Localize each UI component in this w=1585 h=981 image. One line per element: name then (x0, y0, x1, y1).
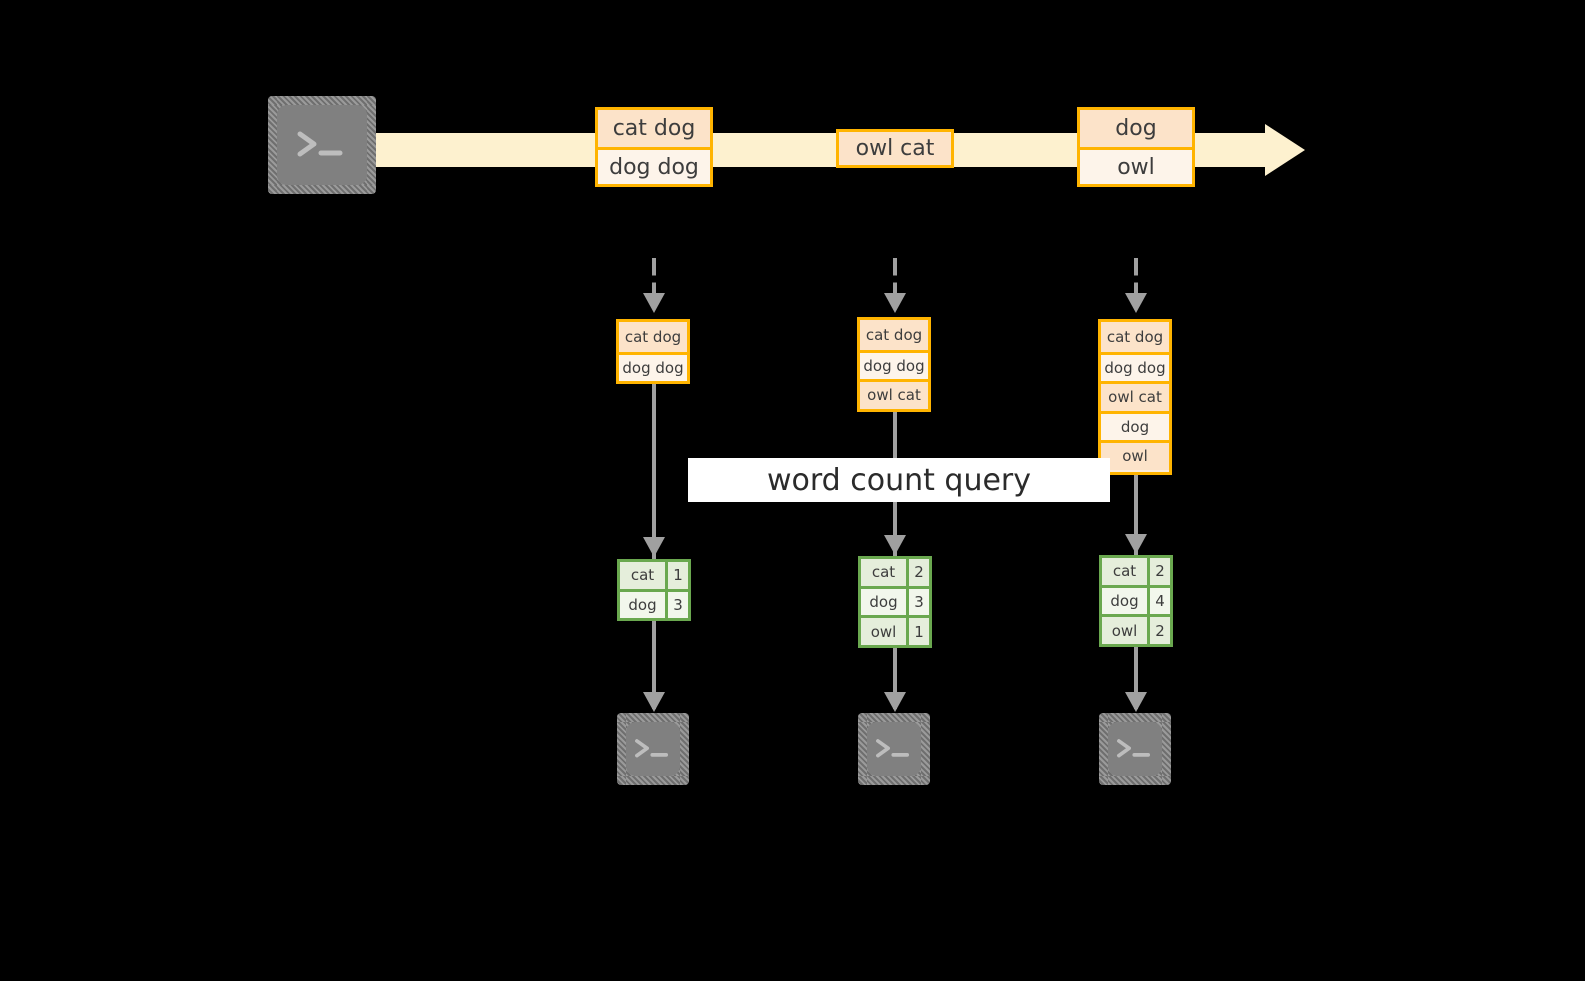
column-2-input-table: cat dog dog dog owl cat (857, 317, 931, 412)
table-row: cat 2 (1102, 558, 1170, 585)
result-word: dog (861, 588, 909, 616)
result-word: owl (1102, 617, 1150, 644)
column-1-result-table: cat 1 dog 3 (617, 559, 691, 621)
column-1-query-arrowhead (643, 537, 665, 557)
column-2-input-row: dog dog (860, 349, 928, 379)
result-count: 2 (1150, 558, 1170, 585)
result-count: 2 (909, 559, 929, 586)
column-2-input-row: cat dog (860, 320, 928, 350)
table-row: owl 2 (1102, 614, 1170, 644)
table-row: cat 1 (620, 562, 688, 589)
column-2-sink-line (893, 648, 897, 709)
stream-batch-2: owl cat (836, 129, 954, 168)
column-3-sink-line (1134, 647, 1138, 709)
table-row: owl 1 (861, 615, 929, 645)
terminal-prompt-glyph (876, 739, 910, 758)
terminal-prompt-glyph (635, 739, 669, 758)
result-count: 2 (1150, 617, 1170, 644)
result-count: 1 (909, 618, 929, 645)
result-word: cat (620, 562, 668, 589)
column-2-sink-arrowhead (884, 692, 906, 712)
stream-batch-3-line-1: dog (1080, 110, 1192, 147)
table-row: cat 2 (861, 559, 929, 586)
terminal-prompt-glyph (1117, 739, 1151, 758)
column-2-stream-tap-line (893, 258, 897, 300)
column-3-input-row: dog dog (1101, 351, 1169, 381)
column-3-input-row: cat dog (1101, 322, 1169, 352)
result-count: 4 (1150, 587, 1170, 615)
source-terminal-icon (268, 96, 376, 194)
source-terminal-face (277, 105, 367, 185)
result-word: owl (861, 618, 909, 645)
column-1-input-row: dog dog (619, 351, 687, 381)
query-label: word count query (766, 462, 1032, 498)
stream-batch-3-line-2: owl (1080, 147, 1192, 184)
terminal-prompt-glyph (297, 131, 343, 157)
column-1-stream-tap-line (652, 258, 656, 300)
table-row: dog 3 (620, 588, 688, 618)
result-word: dog (1102, 587, 1150, 615)
column-3-sink-terminal-icon (1099, 713, 1171, 785)
result-count: 3 (909, 588, 929, 616)
column-1-sink-line (652, 621, 656, 709)
column-1-sink-terminal-face (626, 722, 680, 776)
column-1-sink-arrowhead (643, 692, 665, 712)
column-3-stream-tap-arrowhead (1125, 293, 1147, 313)
column-2-stream-tap-arrowhead (884, 293, 906, 313)
column-2-input-row: owl cat (860, 379, 928, 409)
column-1-query-line (652, 384, 656, 560)
column-3-query-line (1134, 475, 1138, 558)
column-3-input-row: owl cat (1101, 381, 1169, 411)
stream-batch-1-line-1: cat dog (598, 110, 710, 147)
column-3-stream-tap-line (1134, 258, 1138, 300)
column-2-query-arrowhead (884, 535, 906, 555)
stream-batch-3: dog owl (1077, 107, 1195, 187)
stream-batch-2-line-1: owl cat (839, 132, 951, 165)
column-2-sink-terminal-face (867, 722, 921, 776)
column-3-input-row: dog (1101, 410, 1169, 440)
result-word: dog (620, 591, 668, 618)
column-1-input-row: cat dog (619, 322, 687, 352)
column-1-sink-terminal-icon (617, 713, 689, 785)
query-label-band: word count query (688, 458, 1110, 502)
column-3-input-table: cat dog dog dog owl cat dog owl (1098, 319, 1172, 475)
result-count: 3 (668, 591, 688, 618)
column-2-sink-terminal-icon (858, 713, 930, 785)
column-3-sink-terminal-face (1108, 722, 1162, 776)
column-3-input-row: owl (1101, 440, 1169, 470)
column-3-query-arrowhead (1125, 534, 1147, 554)
table-row: dog 3 (861, 585, 929, 616)
column-2-result-table: cat 2 dog 3 owl 1 (858, 556, 932, 648)
table-row: dog 4 (1102, 584, 1170, 615)
column-3-sink-arrowhead (1125, 692, 1147, 712)
stream-batch-1-line-2: dog dog (598, 147, 710, 184)
stream-batch-1: cat dog dog dog (595, 107, 713, 187)
column-1-stream-tap-arrowhead (643, 293, 665, 313)
result-word: cat (861, 559, 909, 586)
stream-arrow-head (1265, 124, 1305, 176)
column-3-result-table: cat 2 dog 4 owl 2 (1099, 555, 1173, 647)
result-word: cat (1102, 558, 1150, 585)
result-count: 1 (668, 562, 688, 589)
column-1-input-table: cat dog dog dog (616, 319, 690, 384)
